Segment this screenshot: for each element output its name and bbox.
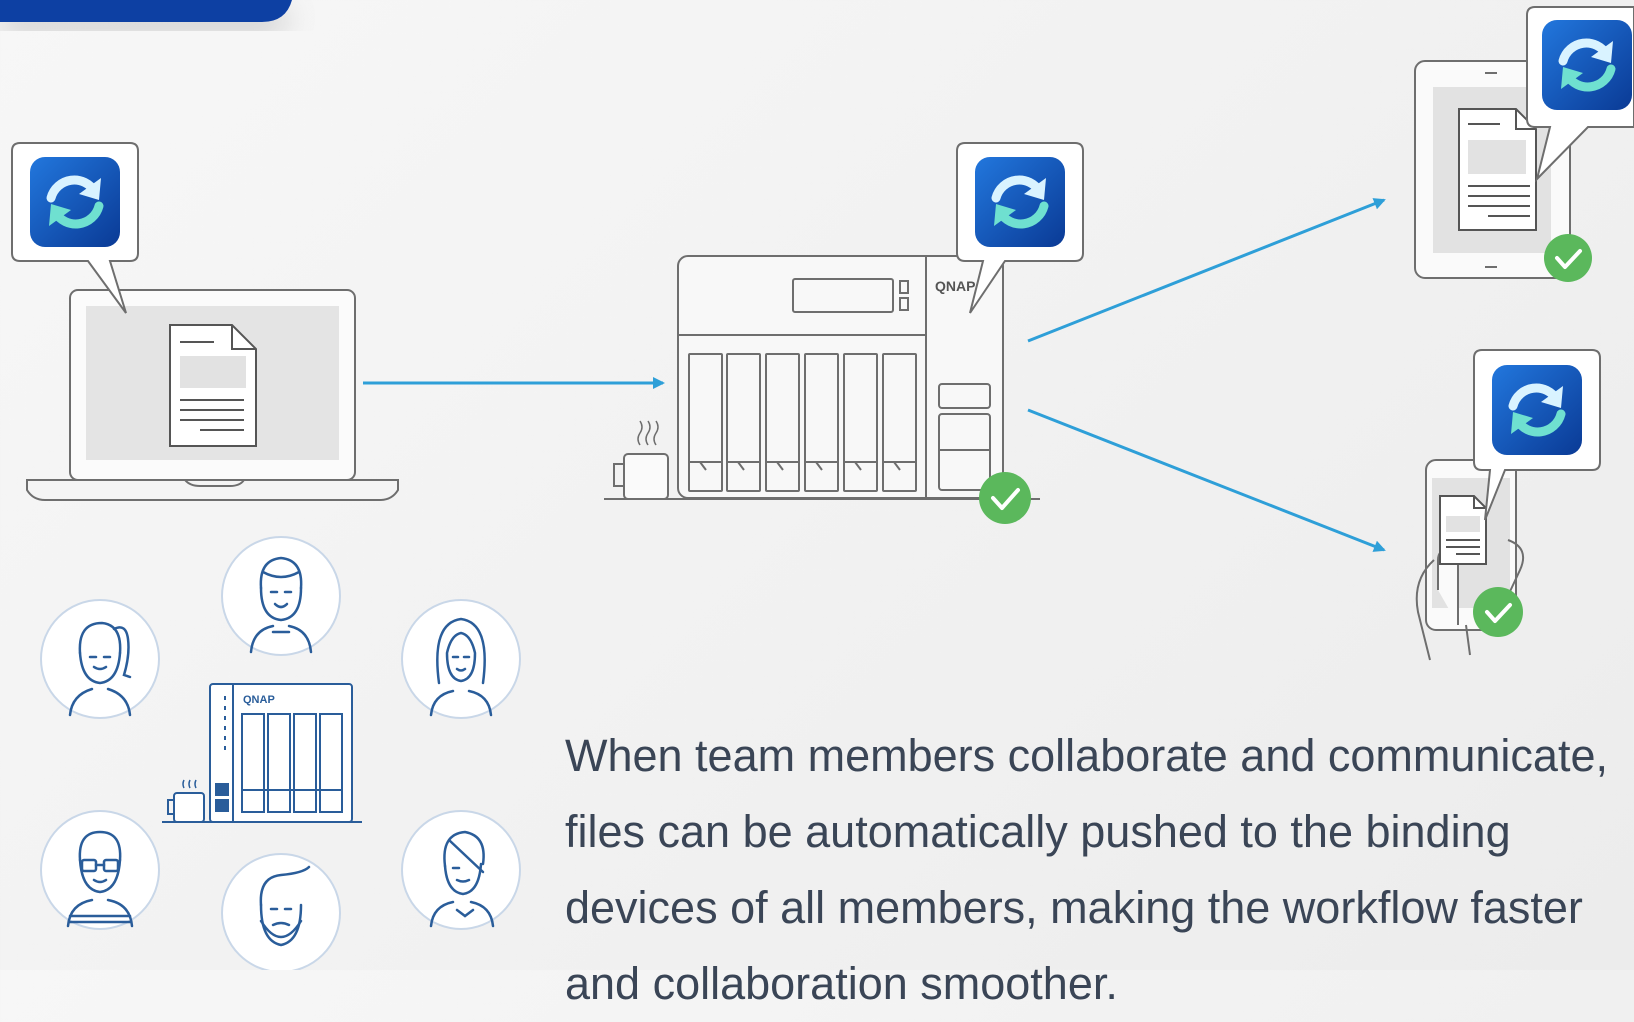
diagram-canvas: QNAP xyxy=(0,0,1634,970)
team-members-group xyxy=(40,536,521,970)
avatar xyxy=(221,853,341,970)
arrow-nas-to-phone xyxy=(1027,408,1386,552)
avatar xyxy=(401,810,521,930)
sync-arrows-icon xyxy=(1542,20,1632,110)
sync-arrows-icon xyxy=(30,157,120,247)
caption-line: When team members collaborate and commun… xyxy=(565,730,1608,781)
small-nas xyxy=(162,683,362,823)
avatar xyxy=(221,536,341,656)
avatar xyxy=(40,810,160,930)
sync-arrows-icon xyxy=(975,157,1065,247)
caption-text: When team members collaborate and commun… xyxy=(565,718,1634,1022)
phone-document-icon xyxy=(1439,495,1487,565)
tablet-checkmark-icon xyxy=(1544,234,1592,282)
header-tab xyxy=(0,0,292,22)
nas-brand-label: QNAP xyxy=(935,278,975,294)
laptop-document-icon xyxy=(169,324,257,447)
caption-line: devices of all members, making the workf… xyxy=(565,882,1583,933)
nas xyxy=(604,255,1040,500)
sync-arrows-icon xyxy=(1492,365,1582,455)
arrow-nas-to-tablet xyxy=(1027,198,1386,343)
avatar xyxy=(401,599,521,719)
caption-line: and collaboration smoother. xyxy=(565,958,1118,1009)
caption-line: files can be automatically pushed to the… xyxy=(565,806,1511,857)
phone-checkmark-icon xyxy=(1473,587,1523,637)
nas-checkmark-icon xyxy=(979,472,1031,524)
avatar xyxy=(40,599,160,719)
small-nas-brand-label: QNAP xyxy=(243,694,275,706)
tablet-document-icon xyxy=(1458,108,1537,231)
